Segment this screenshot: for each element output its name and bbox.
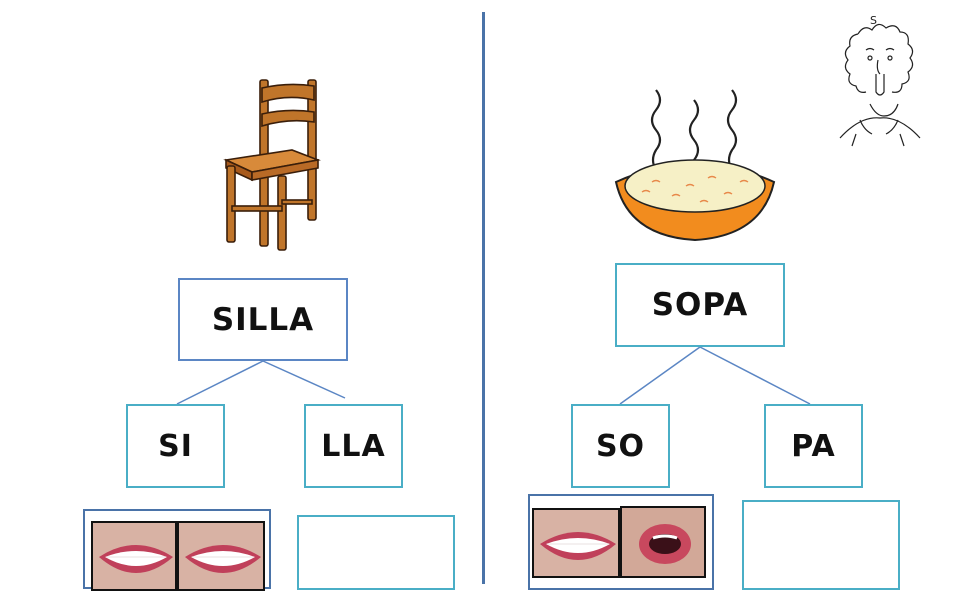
mouth-photo-strip-right [528,494,714,590]
smiling-teeth-photo [532,508,620,578]
smiling-teeth-photo [177,521,265,591]
syllable-box-lla: LLA [304,404,403,488]
syllable-label: PA [791,428,836,464]
word-box-silla: SILLA [178,278,348,361]
syllable-label: LLA [321,428,386,464]
s-sign-gesture-icon: S [832,14,928,154]
smiling-teeth-photo [91,521,177,591]
word-box-sopa: SOPA [615,263,785,347]
mouth-photo-strip-left [83,509,271,591]
syllable-box-si: SI [126,404,225,488]
syllable-label: SI [158,428,193,464]
sign-letter: S [870,14,877,27]
column-divider [482,12,485,584]
syllable-box-so: SO [571,404,670,488]
word-label: SOPA [651,287,749,323]
open-mouth-photo [620,506,706,578]
answer-box-right[interactable] [742,500,900,590]
soup-bowl-icon [612,86,778,242]
word-label: SILLA [211,301,315,338]
syllable-label: SO [595,428,646,464]
chair-icon [222,76,322,252]
answer-box-left[interactable] [297,515,455,590]
syllable-box-pa: PA [764,404,863,488]
